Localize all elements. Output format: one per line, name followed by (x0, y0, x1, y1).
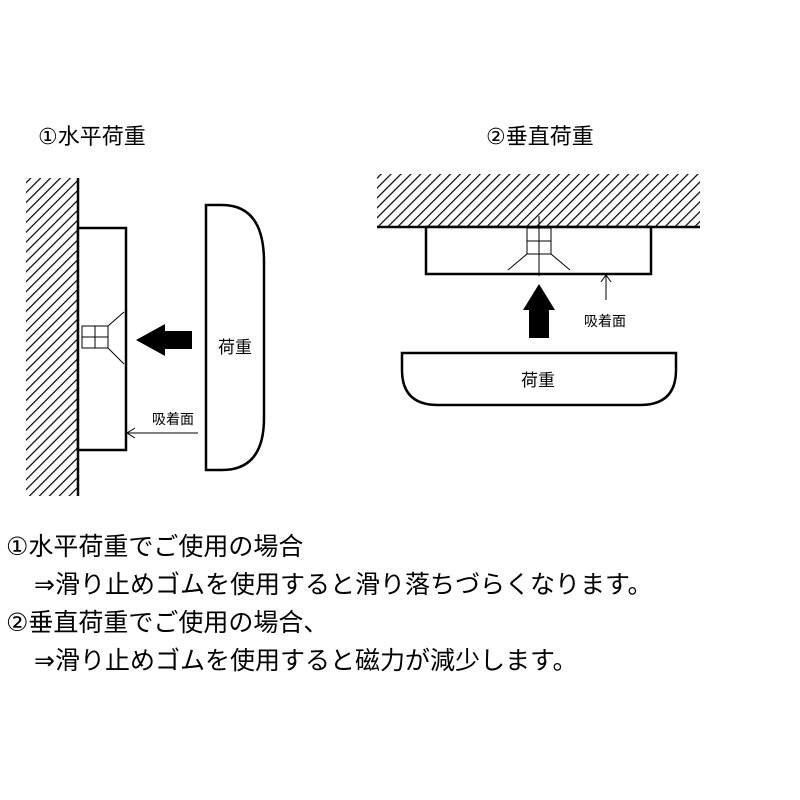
vertical-load-title: ②垂直荷重 (486, 125, 594, 150)
note-detail-horizontal: ⇒滑り止めゴムを使用すると滑り落ちづらくなります。 (34, 570, 653, 599)
note-heading-vertical: ②垂直荷重でご使用の場合、 (6, 608, 329, 637)
load-object-horizontal (204, 203, 266, 472)
vertical-surface-pointer-arrowhead (600, 274, 612, 283)
horizontal-surface-label: 吸着面 (152, 412, 194, 428)
surface-pointer-arrowhead (126, 427, 136, 439)
note-detail-vertical: ⇒滑り止めゴムを使用すると磁力が減少します。 (34, 646, 578, 675)
up-arrow-icon (523, 284, 555, 338)
magnet-body-horizontal (76, 226, 128, 452)
vertical-surface-label: 吸着面 (584, 314, 626, 330)
load-object-vertical (400, 351, 678, 407)
left-arrow-icon (136, 324, 192, 356)
horizontal-load-title: ①水平荷重 (38, 125, 146, 150)
wall (26, 178, 78, 496)
horizontal-load-label: 荷重 (218, 338, 252, 358)
note-heading-horizontal: ①水平荷重でご使用の場合 (6, 532, 304, 561)
horizontal-load-figure: ①水平荷重 荷重 吸着面 (26, 125, 266, 496)
vertical-load-figure: ②垂直荷重 吸着面 荷重 (377, 125, 700, 407)
vertical-load-label: 荷重 (521, 371, 555, 391)
magnet-internal-detail-vertical (507, 216, 571, 276)
magnet-load-diagram: ①水平荷重 荷重 吸着面 ②垂直荷重 (26, 125, 700, 496)
magnet-internal-detail (81, 311, 125, 365)
usage-notes: ①水平荷重でご使用の場合 ⇒滑り止めゴムを使用すると滑り落ちづらくなります。 ②… (6, 528, 796, 680)
